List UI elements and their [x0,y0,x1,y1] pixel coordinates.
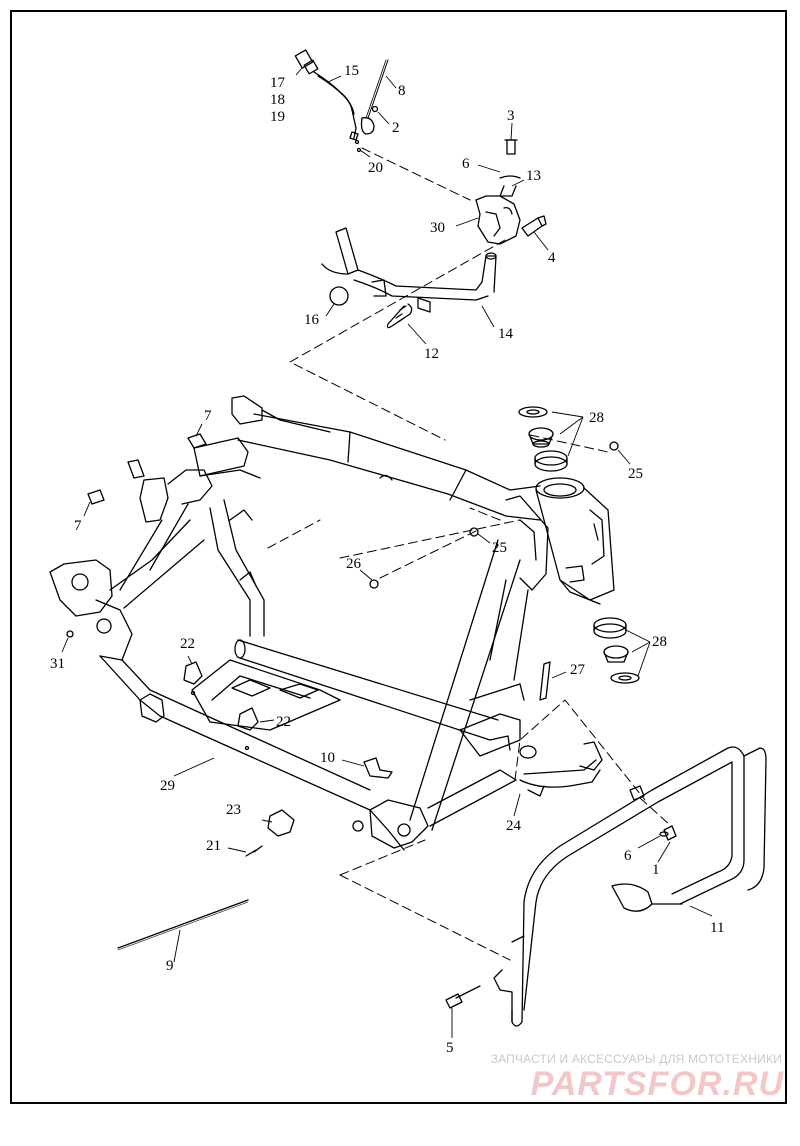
callout-10: 10 [320,750,335,766]
callout-20: 20 [368,160,383,176]
callout-11: 11 [710,920,724,936]
pin [539,661,551,701]
callout-30: 30 [430,220,445,236]
assembly-lines [267,147,671,961]
callout-19: 19 [270,109,285,125]
callout-7: 7 [74,518,82,534]
diagram-border [10,10,787,1104]
callout-21: 21 [206,838,221,854]
callout-6: 6 [462,156,470,172]
callout-31: 31 [50,656,65,672]
callout-25: 25 [628,466,643,482]
callout-28: 28 [589,410,604,426]
main-frame [49,395,615,851]
callout-23: 23 [226,802,241,818]
callout-12: 12 [424,346,439,362]
callout-3: 3 [507,108,515,124]
jiffy-stand [321,227,497,329]
callout-4: 4 [548,250,556,266]
callout-22: 22 [276,714,291,730]
callout-7: 7 [204,408,212,424]
callout-22: 22 [180,636,195,652]
callout-25: 25 [492,540,507,556]
callout-13: 13 [526,168,541,184]
engine-guard [493,746,767,1027]
callout-labels: 17 18 19 15 8 2 20 3 6 13 30 4 16 14 12 … [50,63,724,1056]
callout-27: 27 [570,662,586,678]
callout-18: 18 [270,92,285,108]
callout-15: 15 [344,63,359,79]
callout-2: 2 [392,120,400,136]
callout-28: 28 [652,634,667,650]
callout-24: 24 [506,818,522,834]
callout-9: 9 [166,958,174,974]
fasteners [66,433,677,1009]
callout-29: 29 [160,778,175,794]
callout-1: 1 [652,862,660,878]
sensor-assembly [294,49,389,153]
steering-bearing-lower [593,617,640,684]
callout-6: 6 [624,848,632,864]
watermark-tagline: ЗАПЧАСТИ И АКСЕССУАРЫ ДЛЯ МОТОТЕХНИКИ [490,1052,782,1066]
callout-5: 5 [446,1040,454,1056]
steering-lock-bracket [475,139,547,245]
watermark-logo: PARTSFOR.RU [530,1065,784,1103]
callout-16: 16 [304,312,320,328]
callout-26: 26 [346,556,362,572]
callout-8: 8 [398,83,406,99]
steering-bearing-upper [518,406,568,472]
callout-14: 14 [498,326,514,342]
rod [117,899,249,949]
callout-17: 17 [270,75,286,91]
leader-lines [61,67,713,1038]
